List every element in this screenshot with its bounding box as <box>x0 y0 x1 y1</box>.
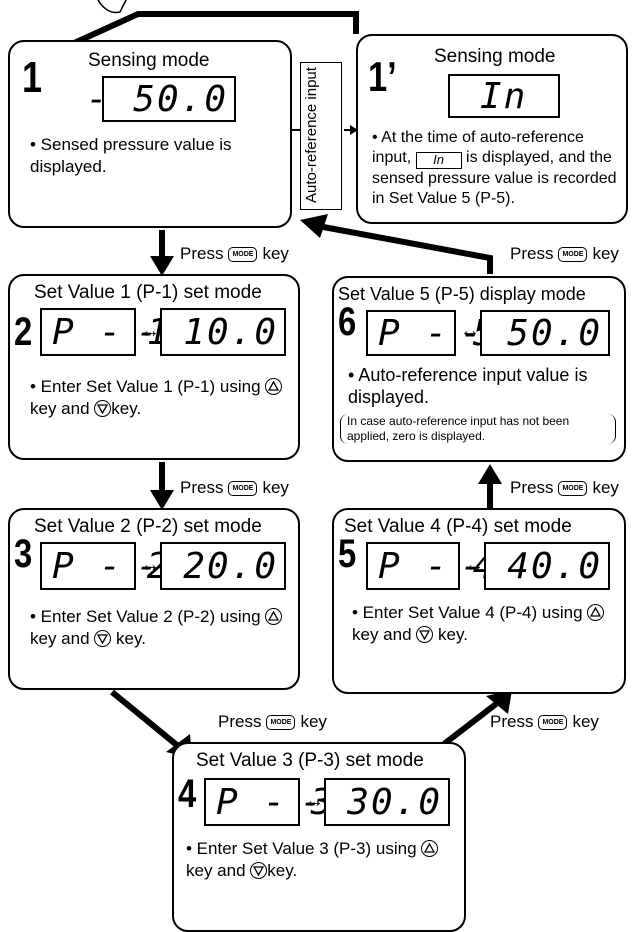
box-title: Sensing mode <box>434 46 556 67</box>
inline-display-icon: In <box>415 152 462 169</box>
lcd-value: - 50.0 <box>460 310 610 356</box>
box-sensing-mode-auto: 1’ Sensing mode In • At the time of auto… <box>356 34 628 224</box>
box-title: Set Value 1 (P-1) set mode <box>34 282 262 303</box>
up-key-icon <box>587 604 605 621</box>
lcd-code: P - 1 <box>40 308 168 356</box>
box-description: • Enter Set Value 2 (P-2) using key and … <box>30 606 292 650</box>
arrow-3-to-4 <box>110 689 180 749</box>
mode-key-icon: MODE <box>538 714 568 730</box>
lcd-code: P - 4 <box>366 542 494 590</box>
step-number: 1 <box>22 53 43 102</box>
box-description: • Sensed pressure value is displayed. <box>30 135 232 176</box>
up-key-icon <box>265 378 283 395</box>
lcd-code: P - 3 <box>204 778 332 826</box>
mode-key-icon: MODE <box>558 480 588 496</box>
mode-key-icon: MODE <box>266 714 296 730</box>
box-title: Set Value 2 (P-2) set mode <box>34 516 262 537</box>
step-number: 1’ <box>368 53 397 100</box>
lcd-code: P - 2 <box>40 542 168 590</box>
lcd-value: - 40.0 <box>460 542 610 590</box>
down-key-icon <box>416 626 434 643</box>
box-description: • Enter Set Value 1 (P-1) using key and … <box>30 376 292 420</box>
arrow-4-to-5 <box>442 701 498 747</box>
step-number: 2 <box>14 310 33 354</box>
box-title: Set Value 5 (P-5) display mode <box>338 284 586 304</box>
down-key-icon <box>94 400 112 417</box>
arrow-1prime-to-1 <box>48 11 359 57</box>
lcd-code: P - 5 <box>366 310 494 356</box>
step-number: 3 <box>14 532 33 576</box>
lcd-value: - 30.0 <box>300 778 450 826</box>
box-description: • Enter Set Value 4 (P-4) using key and … <box>352 602 616 646</box>
double-arrow-icon: ↔ <box>304 790 324 812</box>
box-set-value-2: 3 Set Value 2 (P-2) set mode P - 2 ↔ - 2… <box>8 508 300 690</box>
lcd-value: - 50.0 <box>85 78 228 120</box>
mode-key-icon: MODE <box>228 480 258 496</box>
box-note: In case auto-reference input has not bee… <box>340 414 616 444</box>
box-description: • At the time of auto-reference input, I… <box>372 129 617 207</box>
box-title: Sensing mode <box>88 50 210 71</box>
box-set-value-3: 4 Set Value 3 (P-3) set mode P - 3 ↔ - 3… <box>172 742 466 932</box>
box-sensing-mode: 1 Sensing mode - 50.0 • Sensed pressure … <box>8 40 292 228</box>
box-set-value-1: 2 Set Value 1 (P-1) set mode P - 1 ↔ - 1… <box>8 274 300 460</box>
box-description: • Auto-reference input value is displaye… <box>348 365 588 407</box>
lcd-display: In <box>448 74 560 118</box>
lcd-value: - 10.0 <box>136 308 286 356</box>
double-arrow-icon: ↔ <box>140 554 160 576</box>
double-arrow-icon: ↔ <box>460 320 480 342</box>
hand-icon <box>97 0 127 14</box>
box-title: Set Value 3 (P-3) set mode <box>196 750 424 771</box>
box-set-value-5: 6 Set Value 5 (P-5) display mode P - 5 ↔… <box>332 276 626 462</box>
up-key-icon <box>421 840 439 857</box>
arrow-6-to-1 <box>317 223 493 274</box>
auto-reference-label: Auto-reference input <box>300 62 342 210</box>
step-number: 5 <box>338 532 357 576</box>
box-set-value-4: 5 Set Value 4 (P-4) set mode P - 4 ↔ - 4… <box>332 508 626 694</box>
step-number: 4 <box>178 772 197 816</box>
down-key-icon <box>94 630 112 647</box>
box-title: Set Value 4 (P-4) set mode <box>344 516 572 537</box>
lcd-display: - 50.0 <box>86 76 236 122</box>
step-number: 6 <box>338 300 357 344</box>
down-key-icon <box>250 862 268 879</box>
box-description: • Enter Set Value 3 (P-3) using key and … <box>186 838 448 882</box>
up-key-icon <box>265 608 283 625</box>
double-arrow-icon: ↔ <box>464 554 484 576</box>
double-arrow-icon: ↔ <box>140 320 160 342</box>
lcd-value: - 20.0 <box>136 542 286 590</box>
mode-key-icon: MODE <box>558 246 588 262</box>
lcd-value: In <box>480 75 528 117</box>
mode-key-icon: MODE <box>228 246 258 262</box>
